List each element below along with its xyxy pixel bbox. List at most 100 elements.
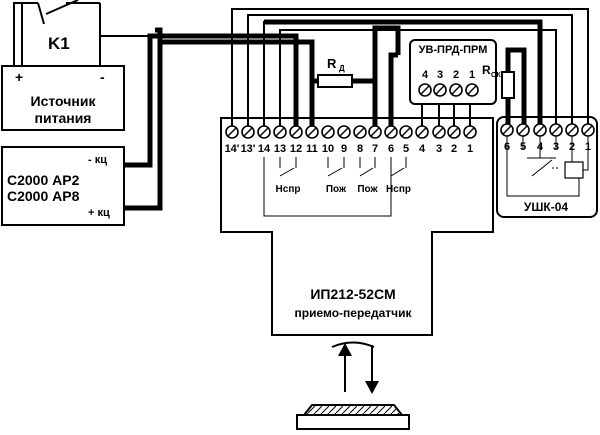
- ushk-block: УШК-04: [496, 116, 598, 218]
- main-terminal-label: 8: [357, 143, 363, 155]
- uv-terminal-label: 4: [422, 69, 429, 81]
- ushk-terminal-label: 2: [569, 141, 575, 153]
- main-terminal-label: 5: [403, 143, 409, 155]
- ir-window: [296, 341, 410, 430]
- ushk-terminal-screw: [500, 123, 514, 137]
- wiring: [13, 2, 589, 211]
- main-terminal-label: 13': [241, 143, 256, 155]
- wire-8-uv: [372, 25, 401, 126]
- main-terminal-label: 2: [451, 143, 457, 155]
- ushk-terminal-screw: [565, 123, 579, 137]
- main-terminal-label: 6: [388, 143, 394, 155]
- wire-relay-power-plus: [13, 2, 22, 66]
- resistor-rd-sub: Д: [339, 64, 345, 73]
- ushk-title: УШК-04: [524, 200, 569, 214]
- wire-rok-ushk5: [505, 47, 527, 124]
- main-unit-description: приемо-передатчик: [295, 306, 413, 320]
- uv-block-title: УВ-ПРД-ПРМ: [419, 44, 488, 56]
- wire-13p-ushk2: [247, 14, 573, 126]
- main-terminal-screw: [384, 125, 398, 139]
- wire-14p-ushk1: [231, 8, 589, 126]
- main-terminal-screw: [432, 125, 446, 139]
- main-terminal-screw: [447, 125, 461, 139]
- main-terminal-label: 12: [290, 143, 302, 155]
- ushk-terminal-label: 4: [537, 141, 544, 153]
- wire-kc-minus: [124, 33, 299, 168]
- main-terminal-label: 4: [419, 143, 426, 155]
- main-unit-model: ИП212-52СМ: [310, 286, 395, 302]
- wire-thick-14: [264, 19, 543, 126]
- main-terminal-screw: [305, 125, 319, 139]
- main-terminal-label: 13: [274, 143, 286, 155]
- contact-label: Пож: [357, 184, 378, 195]
- main-terminal-label: 7: [372, 143, 378, 155]
- resistor-rok-sub: ОК: [491, 72, 501, 79]
- main-terminal-screw: [353, 125, 367, 139]
- main-terminal-label: 14: [258, 143, 271, 155]
- controller-model-1: С2000 АР2: [7, 172, 80, 188]
- main-terminal-screw: [241, 125, 255, 139]
- wire-kc-plus-stub: [124, 27, 163, 211]
- ushk-terminal-screw: [516, 123, 530, 137]
- main-terminal-label: 1: [467, 143, 473, 155]
- relay-label: K1: [48, 34, 70, 53]
- ushk-terminal-screw: [533, 123, 547, 137]
- main-terminal-screw: [289, 125, 303, 139]
- ushk-terminal-screw: [581, 123, 595, 137]
- power-minus-label: -: [100, 69, 105, 85]
- uv-terminal-label: 3: [437, 69, 443, 81]
- ushk-internal-circuit: [506, 136, 589, 197]
- power-title-1: Источник: [31, 93, 97, 109]
- resistor-rok-label: R: [482, 63, 491, 77]
- main-terminal-label: 14': [225, 143, 240, 155]
- main-terminal-screw: [463, 125, 477, 139]
- power-supply: + - Источник питания: [1, 65, 125, 131]
- contact-label: Нспр: [276, 184, 301, 195]
- wire-rd-left: [309, 78, 318, 126]
- controller-plus-terminal: + кц: [88, 207, 110, 219]
- main-terminal-screw: [399, 125, 413, 139]
- main-terminal-label: 11: [306, 143, 318, 155]
- main-terminal-label: 9: [341, 143, 347, 155]
- ushk-terminal-screw: [549, 123, 563, 137]
- main-terminal-screw: [337, 125, 351, 139]
- contact-label: Пож: [326, 184, 347, 195]
- main-terminal-screw: [415, 125, 429, 139]
- uv-terminal-screw: [465, 83, 479, 97]
- main-terminal-label: 10: [322, 143, 334, 155]
- controller-minus-terminal: - кц: [88, 154, 107, 166]
- uv-terminal-screw: [433, 83, 447, 97]
- wire-7-to-uv: [388, 52, 398, 126]
- ushk-terminal-label: 1: [585, 141, 591, 153]
- uv-terminal-screw: [449, 83, 463, 97]
- emitter-lens: [301, 404, 405, 416]
- main-terminal-screw: [225, 125, 239, 139]
- controller-block: - кц С2000 АР2 С2000 АР8 + кц: [1, 146, 125, 226]
- wire-kc-plus: [124, 39, 315, 211]
- uv-terminal-label: 1: [469, 69, 475, 81]
- main-terminal-screw: [368, 125, 382, 139]
- wire-13-ushk3: [279, 29, 557, 126]
- controller-model-2: С2000 АР8: [7, 188, 80, 204]
- uv-terminal-label: 2: [453, 69, 459, 81]
- ushk-terminal-label: 5: [520, 141, 526, 153]
- resistor-rd-label: R: [327, 56, 337, 71]
- main-terminal-label: 3: [436, 143, 442, 155]
- resistor-rd: R Д: [317, 56, 353, 88]
- main-terminal-screw: [321, 125, 335, 139]
- power-plus-label: +: [15, 69, 23, 85]
- main-terminal-screw: [273, 125, 287, 139]
- emitter-base: [296, 414, 410, 430]
- relay-k1: K1: [21, 0, 101, 66]
- ushk-terminal-label: 6: [504, 141, 510, 153]
- ushk-terminal-label: 3: [553, 141, 559, 153]
- power-title-2: питания: [35, 110, 92, 126]
- uv-terminal-screw: [418, 83, 432, 97]
- main-terminal-screw: [257, 125, 271, 139]
